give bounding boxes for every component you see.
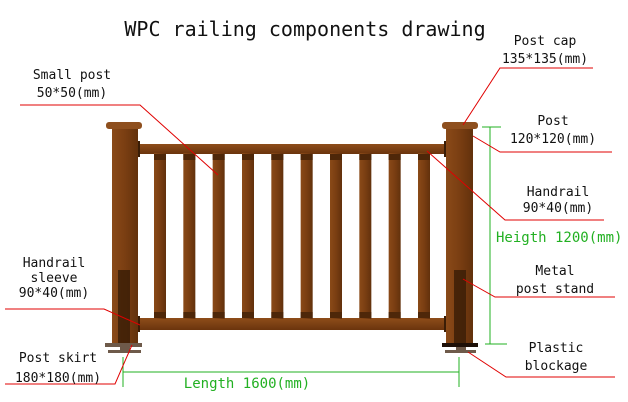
small-post-joint	[183, 154, 196, 160]
small-post-joint	[154, 312, 166, 318]
leader-lines	[5, 67, 615, 385]
label-line: sleeve	[31, 271, 78, 286]
length-dimension: Length 1600(mm)	[184, 376, 310, 392]
small-post-joint	[418, 154, 430, 160]
small-post-joint	[330, 312, 342, 318]
small-post	[212, 153, 225, 319]
base-plate-left	[108, 350, 141, 353]
plastic-blockage-right	[442, 343, 478, 347]
label-post-cap: Post cap 135*135(mm)	[502, 34, 588, 67]
label-line: 90*40(mm)	[523, 201, 593, 216]
base-plate-right	[445, 350, 476, 353]
label-line: post stand	[516, 282, 594, 297]
label-small-post: Small post 50*50(mm)	[33, 68, 111, 101]
post-skirt-stem-left	[120, 347, 130, 350]
metal-post-stand-right	[454, 270, 466, 343]
dimension-lines	[122, 126, 507, 387]
small-post	[388, 153, 401, 319]
small-post-joint	[359, 312, 372, 318]
small-post-joint	[242, 312, 254, 318]
small-post	[330, 153, 342, 319]
post-cap-left	[106, 122, 142, 129]
label-post-skirt: Post skirt 180*180(mm)	[15, 351, 101, 386]
label-line: Post cap	[514, 34, 577, 49]
metal-post-stand-left	[118, 270, 130, 343]
label-line: Metal	[535, 264, 574, 279]
balusters	[154, 153, 430, 319]
small-post	[183, 153, 196, 319]
label-line: Plastic	[529, 341, 584, 356]
diagram-title: WPC railing components drawing	[124, 17, 485, 41]
small-post-joint	[154, 154, 166, 160]
small-post-joint	[271, 154, 284, 160]
small-post-joint	[359, 154, 372, 160]
label-line: blockage	[525, 359, 588, 374]
small-post-joint	[183, 312, 196, 318]
small-post	[300, 153, 313, 319]
small-post-joint	[212, 154, 225, 160]
small-post	[242, 153, 254, 319]
small-post	[154, 153, 166, 319]
label-metal-post-stand: Metal post stand	[516, 264, 594, 297]
label-line: 180*180(mm)	[15, 371, 101, 386]
label-line: 120*120(mm)	[510, 132, 596, 147]
height-dimension: Heigth 1200(mm)	[496, 230, 622, 246]
railing	[105, 122, 478, 353]
small-post-joint	[212, 312, 225, 318]
label-line: Small post	[33, 68, 111, 83]
label-handrail-sleeve: Handrail sleeve 90*40(mm)	[19, 256, 89, 301]
label-line: Post	[537, 114, 568, 129]
small-post-joint	[388, 312, 401, 318]
label-line: 50*50(mm)	[37, 86, 107, 101]
post-skirt-left	[105, 343, 142, 347]
label-line: 90*40(mm)	[19, 286, 89, 301]
label-line: Handrail	[527, 185, 590, 200]
small-post	[359, 153, 372, 319]
label-plastic-blockage: Plastic blockage	[525, 341, 588, 374]
small-post-joint	[242, 154, 254, 160]
post-skirt-stem-right	[456, 347, 466, 350]
handrail	[138, 144, 446, 154]
small-post-joint	[300, 312, 313, 318]
small-post	[418, 153, 430, 319]
label-line: Handrail	[23, 256, 86, 271]
small-post-joint	[271, 312, 284, 318]
label-line: Post skirt	[19, 351, 97, 366]
post-cap-right	[442, 122, 478, 129]
label-post: Post 120*120(mm)	[510, 114, 596, 147]
label-handrail: Handrail 90*40(mm)	[523, 185, 593, 216]
bottom-rail	[138, 318, 446, 330]
small-post-joint	[388, 154, 401, 160]
small-post-joint	[300, 154, 313, 160]
small-post-joint	[330, 154, 342, 160]
small-post	[271, 153, 284, 319]
label-line: 135*135(mm)	[502, 52, 588, 67]
small-post-joint	[418, 312, 430, 318]
